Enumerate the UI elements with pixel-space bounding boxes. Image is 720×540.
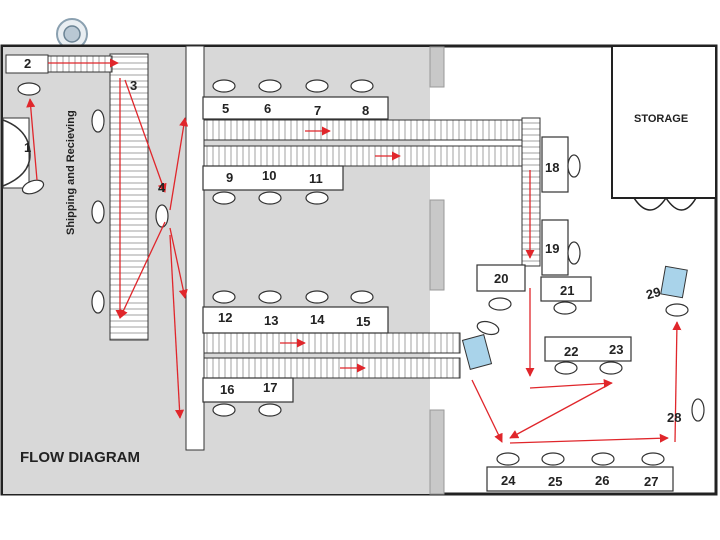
station-22: 22 bbox=[564, 344, 578, 359]
station-28: 28 bbox=[667, 410, 681, 425]
conveyor-lower-2 bbox=[203, 357, 461, 379]
station-2: 2 bbox=[24, 56, 31, 71]
main-vertical-conveyor bbox=[185, 45, 205, 451]
station-26: 26 bbox=[595, 473, 609, 488]
station-3: 3 bbox=[130, 78, 137, 93]
shipping-label: Shipping and Recieving bbox=[65, 110, 77, 235]
station-24: 24 bbox=[501, 473, 516, 488]
station-12: 12 bbox=[218, 310, 232, 325]
station-19: 19 bbox=[545, 241, 559, 256]
station-25: 25 bbox=[548, 474, 562, 489]
station-10: 10 bbox=[262, 168, 276, 183]
chair-icon bbox=[17, 79, 705, 466]
conveyor-upper-2 bbox=[203, 145, 523, 167]
conveyor-upper-1 bbox=[203, 119, 523, 141]
workstation-tables bbox=[202, 96, 674, 492]
station-4: 4 bbox=[158, 180, 166, 195]
station-8: 8 bbox=[362, 103, 369, 118]
logo-icon bbox=[56, 18, 88, 50]
station-23: 23 bbox=[609, 342, 623, 357]
conveyor-right-vertical bbox=[521, 117, 541, 267]
conveyor-lower-1 bbox=[203, 332, 461, 354]
machine-icon bbox=[461, 265, 688, 370]
page-title: FLOW DIAGRAM bbox=[20, 449, 140, 466]
station-7: 7 bbox=[314, 103, 321, 118]
station-6: 6 bbox=[264, 101, 271, 116]
station-27: 27 bbox=[644, 474, 658, 489]
shipping-conveyor bbox=[109, 53, 149, 341]
station-17: 17 bbox=[263, 380, 277, 395]
station-labels: 1 2 3 4 5 6 7 8 9 10 11 12 13 14 15 16 1… bbox=[24, 56, 681, 489]
station-15: 15 bbox=[356, 314, 370, 329]
station-29: 29 bbox=[644, 284, 662, 302]
station-18: 18 bbox=[545, 160, 559, 175]
storage-room: STORAGE bbox=[611, 45, 717, 211]
storage-label: STORAGE bbox=[634, 113, 688, 125]
station-13: 13 bbox=[264, 313, 278, 328]
station-16: 16 bbox=[220, 382, 234, 397]
door-icon bbox=[2, 117, 31, 189]
station-9: 9 bbox=[226, 170, 233, 185]
station-21: 21 bbox=[560, 283, 574, 298]
station-14: 14 bbox=[310, 312, 325, 327]
station-11: 11 bbox=[309, 171, 323, 186]
station-1: 1 bbox=[24, 140, 31, 155]
station-5: 5 bbox=[222, 101, 229, 116]
flow-arrows bbox=[26, 58, 682, 444]
station-20: 20 bbox=[494, 271, 508, 286]
